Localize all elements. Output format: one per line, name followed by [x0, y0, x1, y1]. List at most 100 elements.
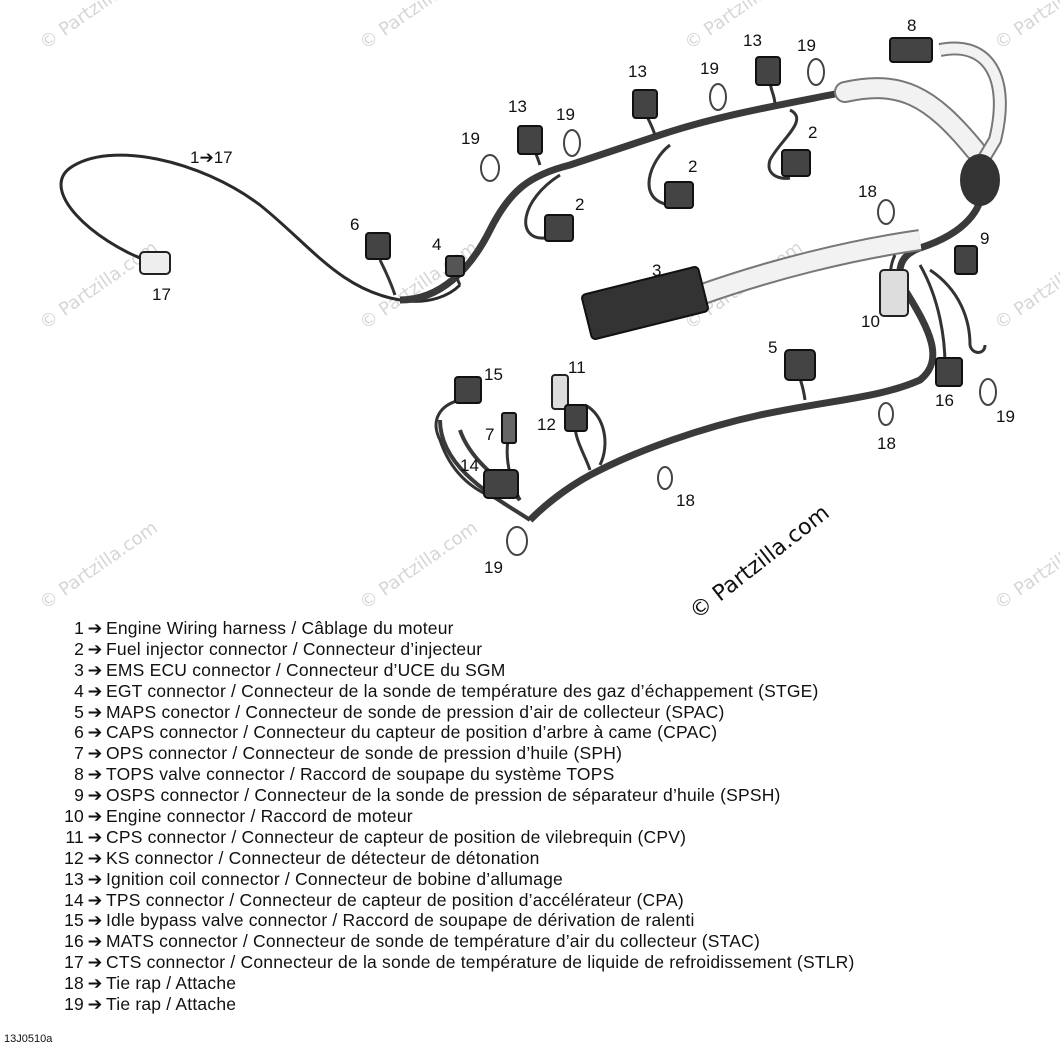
legend-item: 19➔Tie rap / Attache	[64, 994, 237, 1015]
callout: 8	[907, 16, 916, 35]
callout: 19	[996, 407, 1015, 426]
callout: 6	[350, 215, 359, 234]
tie-rap	[506, 526, 528, 556]
callout: 2	[575, 195, 584, 214]
watermark: © Partzilla.com	[356, 0, 482, 54]
watermark: © Partzilla.com	[356, 517, 482, 614]
callout: 13	[628, 62, 647, 81]
ops-connector	[501, 412, 517, 444]
harness-sleeve-top-fill	[836, 79, 984, 159]
cts-connector	[139, 251, 171, 275]
arrow-icon: ➔	[87, 910, 103, 931]
ignition-coil-connector	[632, 89, 658, 119]
tie-rap	[877, 199, 895, 225]
callout: 10	[861, 312, 880, 331]
legend-item: 2➔Fuel injector connector / Connecteur d…	[74, 638, 483, 659]
callout: 3	[652, 261, 661, 280]
callout: 4	[432, 235, 441, 254]
tie-rap	[878, 402, 894, 426]
callout: 15	[484, 365, 503, 384]
arrow-icon: ➔	[87, 994, 103, 1015]
fuel-injector-connector	[544, 214, 574, 242]
harness-trunk-right	[527, 174, 986, 523]
callout: 19	[797, 36, 816, 55]
harness-junction	[960, 154, 1000, 206]
callout: 18	[877, 434, 896, 453]
arrow-icon: ➔	[87, 743, 103, 764]
idle-bypass-valve-connector	[454, 376, 482, 404]
legend-item: 17➔CTS connector / Connecteur de la sond…	[64, 952, 855, 973]
legend-item: 1➔Engine Wiring harness / Câblage du mot…	[74, 618, 454, 638]
arrow-icon: ➔	[87, 764, 103, 785]
tie-raps	[480, 58, 997, 556]
arrow-icon: ➔	[87, 889, 103, 910]
callout: 1➔17	[190, 148, 233, 167]
tie-rap	[807, 58, 825, 86]
ks-connector	[564, 404, 588, 432]
connectors	[139, 37, 978, 499]
arrow-icon: ➔	[87, 659, 103, 680]
legend-item: 11➔CPS connector / Connecteur de capteur…	[65, 826, 687, 847]
watermark: © Partzilla.com	[36, 517, 162, 614]
callout: 5	[768, 338, 777, 357]
arrow-icon: ➔	[87, 847, 103, 868]
legend-item: 12➔KS connector / Connecteur de détecteu…	[64, 847, 540, 868]
egt-connector	[445, 255, 465, 277]
callout: 19	[700, 59, 719, 78]
watermark: © Partzilla.com	[36, 0, 162, 54]
callout: 14	[460, 456, 479, 475]
arrow-icon: ➔	[87, 785, 103, 806]
arrow-icon: ➔	[87, 806, 103, 827]
callout: 13	[508, 97, 527, 116]
caps-connector	[365, 232, 391, 260]
arrow-icon: ➔	[87, 638, 103, 659]
tie-rap	[480, 154, 500, 182]
cps-connector	[551, 374, 569, 410]
callout: 19	[484, 558, 503, 577]
callout: 2	[808, 123, 817, 142]
ignition-coil-connector	[755, 56, 781, 86]
tie-rap	[563, 129, 581, 157]
legend-item: 8➔TOPS valve connector / Raccord de soup…	[74, 764, 615, 785]
legend-item: 7➔OPS connector / Connecteur de sonde de…	[74, 743, 623, 764]
legend-item: 5➔MAPS conector / Connecteur de sonde de…	[74, 701, 725, 722]
fuel-injector-connector	[664, 181, 694, 209]
callout: 2	[688, 157, 697, 176]
ecu-sleeve-fill	[696, 231, 922, 304]
arrow-icon: ➔	[87, 868, 103, 889]
legend-item: 3➔EMS ECU connector / Connecteur d’UCE d…	[74, 659, 506, 680]
callout: 9	[980, 229, 989, 248]
ems-ecu-connector	[581, 266, 709, 340]
arrow-icon: ➔	[87, 701, 103, 722]
maps-connector	[784, 349, 816, 381]
tps-connector	[483, 469, 519, 499]
callout: 13	[743, 31, 762, 50]
watermark: © Partzilla.com	[991, 517, 1060, 614]
callout: 19	[461, 129, 480, 148]
callout: 7	[485, 425, 494, 444]
arrow-icon: ➔	[87, 680, 103, 701]
figure-code: 13J0510a	[4, 1033, 53, 1045]
tie-rap	[709, 83, 727, 111]
legend-item: 16➔MATS connector / Connecteur de sonde …	[64, 931, 761, 952]
ignition-coil-connector	[517, 125, 543, 155]
arrow-icon: ➔	[87, 931, 103, 952]
tops-sleeve-fill	[939, 43, 1005, 168]
callout: 11	[568, 358, 586, 377]
legend-item: 14➔TPS connector / Connecteur de capteur…	[64, 889, 684, 910]
osps-connector	[954, 245, 978, 275]
fuel-injector-connector	[781, 149, 811, 177]
callout: 17	[152, 285, 171, 304]
arrow-icon: ➔	[87, 826, 103, 847]
arrow-icon: ➔	[87, 952, 103, 973]
callout: 19	[556, 105, 575, 124]
arrow-icon: ➔	[87, 722, 103, 743]
legend-item: 10➔Engine connector / Raccord de moteur	[64, 806, 413, 827]
harness-trunk-upper	[399, 88, 846, 304]
engine-connector	[879, 269, 909, 317]
tops-valve-connector	[889, 37, 933, 63]
callout: 18	[858, 182, 877, 201]
callouts: 1➔17 17 6 4 13 19 19 2 13 19 2 13 19 2 8…	[152, 16, 1015, 577]
wiring-harness-diagram: © Partzilla.com © Partzilla.com © Partzi…	[36, 0, 1060, 615]
watermark: © Partzilla.com	[991, 237, 1060, 334]
